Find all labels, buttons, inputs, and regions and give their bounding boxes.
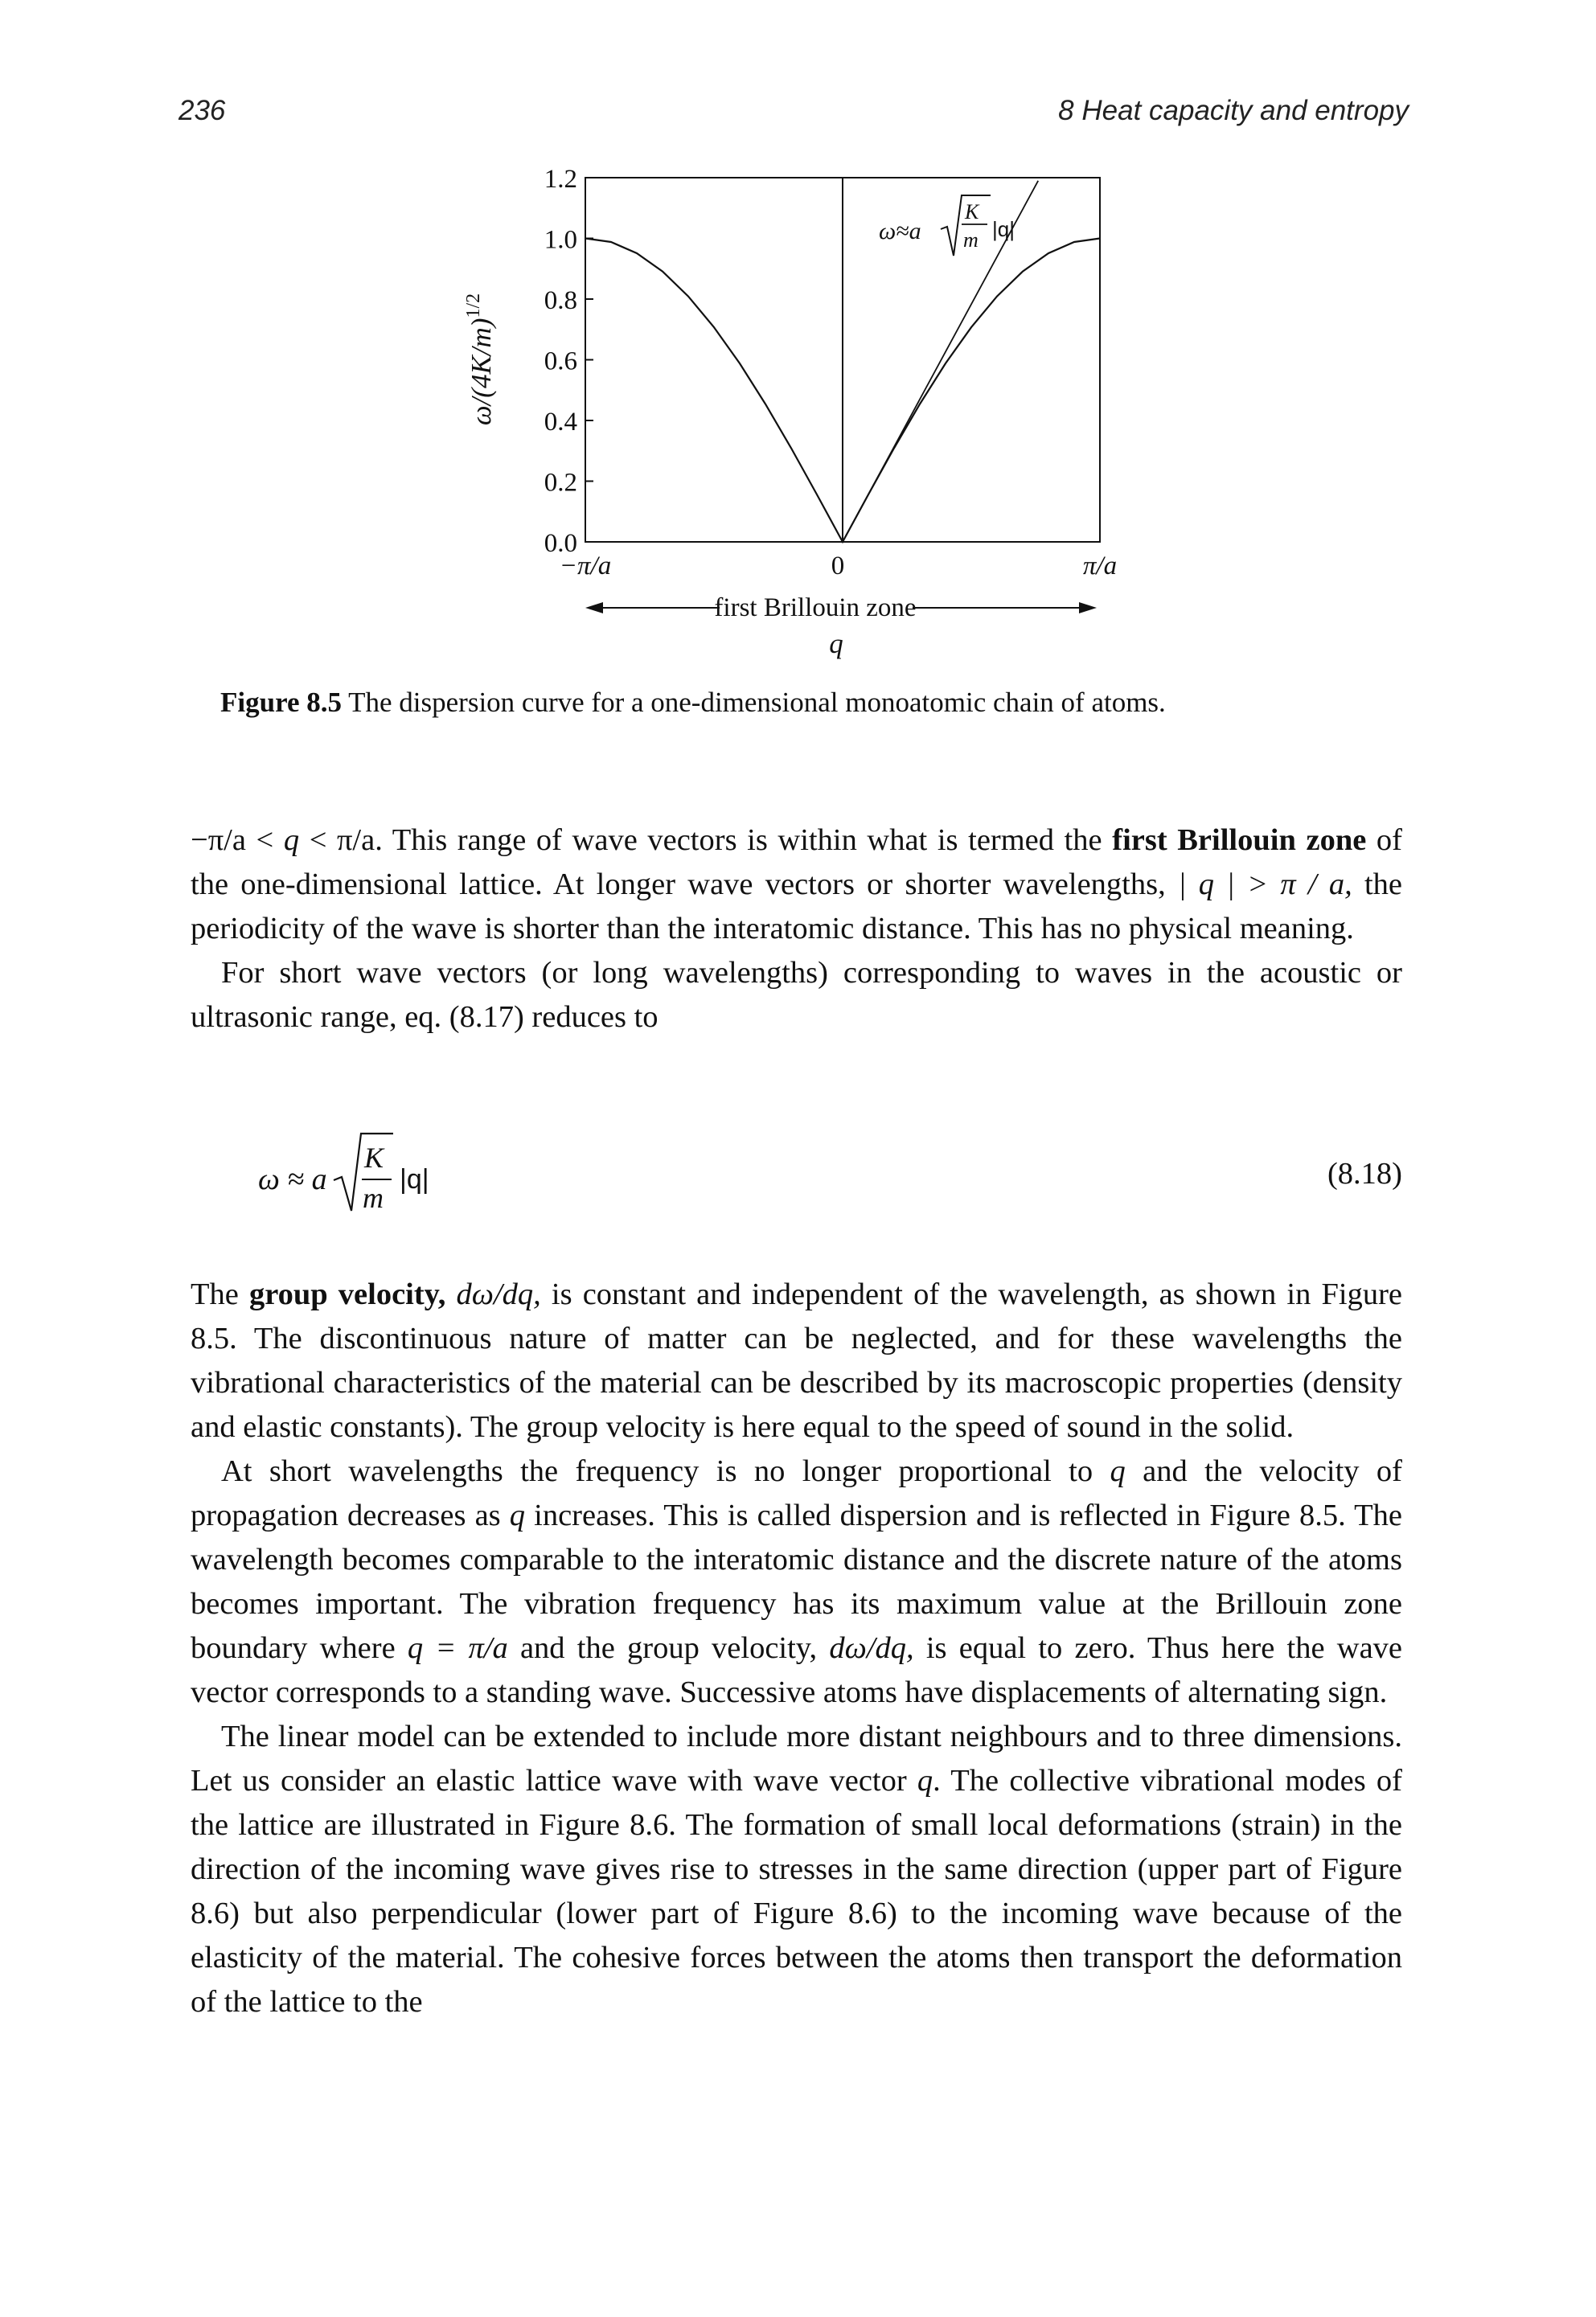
p5-text-a: The linear model can be extended to incl…	[191, 1720, 1402, 1798]
annotation-sqrt-num: K	[964, 200, 980, 223]
body-text-upper: −π/a < q < π/a. This range of wave vecto…	[191, 818, 1402, 1040]
p4-math-2: dω/dq,	[829, 1631, 914, 1665]
x-tick-label: π/a	[1083, 552, 1117, 580]
equation-sqrt-sign	[333, 1132, 393, 1212]
paragraph-4: At short wavelengths the frequency is no…	[191, 1450, 1402, 1715]
caption-text: The dispersion curve for a one-dimension…	[348, 687, 1166, 718]
equation-number: (8.18)	[1327, 1157, 1402, 1191]
equation-sqrt-den: m	[363, 1182, 384, 1214]
x-tick-label: 0	[831, 552, 845, 580]
annotation-rhs: |q|	[992, 217, 1015, 241]
p1-math: | q | > π / a,	[1177, 867, 1352, 901]
y-ticks: 0.0 0.2 0.4 0.6 0.8 1.0 1.2	[544, 165, 593, 558]
p1-bold-term: first Brillouin zone	[1112, 823, 1367, 857]
equation-8-18: ω ≈ a K m |q| (8.18)	[191, 1117, 1402, 1230]
y-tick-label: 0.6	[544, 347, 577, 376]
p3-text-a: The	[191, 1277, 249, 1311]
p3-math: dω/dq,	[445, 1277, 541, 1311]
equation-sqrt-num: K	[363, 1142, 385, 1174]
p4-text-e: is equal to zero. Thus here the wave vec…	[191, 1631, 1402, 1709]
x-ticks: −π/a 0 π/a	[560, 552, 1117, 580]
p5-var-q: q	[917, 1764, 933, 1798]
p4-math-1: q = π/a	[407, 1631, 508, 1665]
series	[585, 180, 1101, 544]
y-axis-label: ω/(4K/m)1/2	[463, 293, 497, 425]
paragraph-5: The linear model can be extended to incl…	[191, 1715, 1402, 2024]
y-tick-label: 0.8	[544, 286, 577, 315]
y-tick-label: 1.0	[544, 226, 577, 255]
p3-bold-term: group velocity,	[248, 1277, 446, 1311]
p4-var-q1: q	[1110, 1454, 1126, 1488]
y-axis-label-exponent: 1/2	[463, 293, 484, 318]
y-axis-label-text: ω/(4K/m)	[466, 318, 497, 426]
running-head: 8 Heat capacity and entropy	[1058, 95, 1409, 126]
p1-text-d: the periodicity of the wave is shorter t…	[191, 867, 1402, 945]
svg-text:ω/(4K/m)1/2: ω/(4K/m)1/2	[463, 293, 497, 425]
dispersion-figure: 0.0 0.2 0.4 0.6 0.8 1.0 1.2 −π/a 0 π/a ω/(4K/m)1…	[463, 165, 1117, 659]
y-tick-label: 1.2	[544, 165, 577, 194]
linear-approx-annotation: ω≈a K m |q|	[879, 195, 1015, 256]
p4-text-c: increases. This is called dispersion and…	[191, 1499, 1402, 1665]
p1-text-a: −π/a <	[191, 823, 284, 857]
figure-caption: Figure 8.5 The dispersion curve for a on…	[220, 685, 1426, 720]
plot-frame	[585, 177, 1101, 543]
x-tick-label: −π/a	[560, 552, 611, 580]
zone-annotation: first Brillouin zone	[585, 593, 1097, 622]
p1-text-c: of the one-dimensional lattice. At longe…	[191, 823, 1402, 901]
linear-approximation-line	[842, 180, 1039, 543]
p3-text-b: is constant and independent of the wavel…	[191, 1277, 1402, 1444]
annotation-sqrt-sign	[940, 195, 991, 256]
equation-lhs: ω ≈ a	[258, 1163, 327, 1196]
y-tick-label: 0.2	[544, 469, 577, 498]
zone-arrow-left-head	[585, 602, 603, 613]
paragraph-1: −π/a < q < π/a. This range of wave vecto…	[191, 818, 1402, 951]
caption-label: Figure 8.5	[220, 687, 343, 718]
p1-text-b: < π/a. This range of wave vectors is wit…	[299, 823, 1113, 857]
p1-var-q: q	[283, 823, 300, 857]
page-number: 236	[178, 95, 226, 126]
paragraph-2: For short wave vectors (or long waveleng…	[191, 956, 1402, 1034]
p4-text-b: and the velocity of propagation decrease…	[191, 1454, 1403, 1532]
p4-text-a: At short wavelengths the frequency is no…	[221, 1454, 1110, 1488]
page-header: 236 8 Heat capacity and entropy	[178, 95, 1409, 135]
y-tick-label: 0.4	[544, 408, 577, 437]
p4-var-q2: q	[509, 1499, 526, 1532]
body-text-lower: The group velocity, dω/dq, is constant a…	[191, 1273, 1402, 2024]
zone-label: first Brillouin zone	[714, 593, 916, 622]
annotation-lhs: ω≈a	[879, 218, 921, 244]
p5-text-b: . The collective vibrational modes of th…	[191, 1764, 1402, 2019]
annotation-sqrt-den: m	[963, 228, 979, 252]
equation-rhs: |q|	[400, 1164, 429, 1195]
p4-text-d: and the group velocity,	[507, 1631, 830, 1665]
x-axis-label: q	[829, 628, 843, 659]
paragraph-3: The group velocity, dω/dq, is constant a…	[191, 1273, 1402, 1450]
y-tick-label: 0.0	[544, 529, 577, 558]
zone-arrow-right-head	[1079, 602, 1097, 613]
equation-svg: ω ≈ a K m |q|	[258, 1132, 429, 1214]
